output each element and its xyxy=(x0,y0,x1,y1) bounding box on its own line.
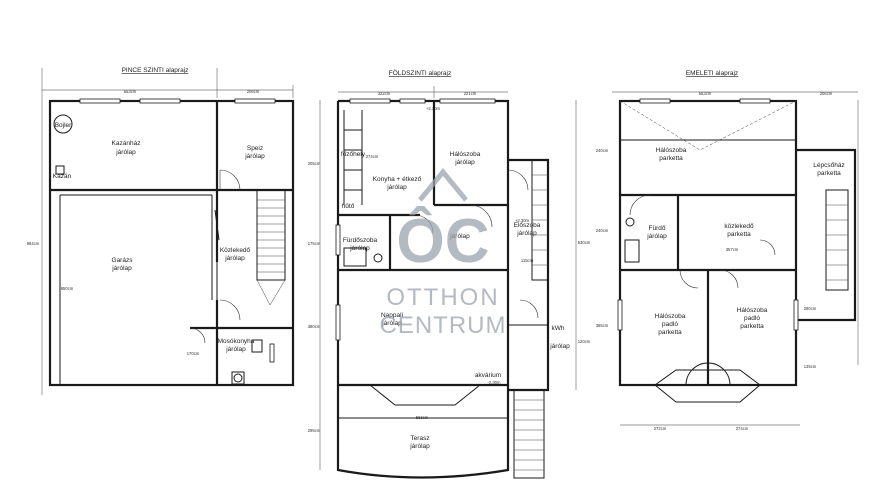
upper-stairhouse-label: Lépcsőház xyxy=(813,162,844,169)
upper-dim-right1: 530cm xyxy=(578,240,591,245)
upper-dim-top-left: 553cm xyxy=(699,91,712,96)
upper-dim-right3: 280cm xyxy=(804,306,817,311)
upper-dim-bottom2: 274cm xyxy=(736,426,749,431)
ground-living-floor: járólap xyxy=(381,320,402,327)
basement-plan: PINCE SZINTI alaprajz 553cm 206cm 984cm … xyxy=(27,67,295,395)
ground-kitchen-floor: járólap xyxy=(386,184,407,191)
upper-dim-left3: 385cm xyxy=(596,323,609,328)
ground-terrace-label: Terasz xyxy=(410,435,429,442)
upper-dim-right4: 135cm xyxy=(804,364,817,369)
ground-fridge-label: hűtő xyxy=(342,203,355,210)
upper-bath-floor: járólap xyxy=(646,233,667,240)
basement-heater-label: Kazán xyxy=(53,173,72,180)
ground-outdoor-floor: járólap xyxy=(549,343,570,350)
watermark: ÔC OTTHON CENTRUM xyxy=(380,168,507,339)
upper-hall-label: közlekedő xyxy=(724,223,754,230)
basement-staircase xyxy=(256,189,286,306)
upper-dim-right2: 120cm xyxy=(578,339,591,344)
basement-garage-label: Garázs xyxy=(112,257,134,264)
ground-entry-floor: járólap xyxy=(516,230,537,237)
watermark-line1: OTTHON xyxy=(386,284,499,311)
basement-dim-top-left: 553cm xyxy=(124,89,137,94)
ground-floor-plan: FÖLDSZINTI alaprajz 322cm 221cm +2.30m 2… xyxy=(308,69,570,479)
ground-living-label: Nappali xyxy=(381,312,403,319)
ground-bathroom-label: Fürdőszoba xyxy=(343,237,378,244)
upper-floor-plan: EMELETI alaprajz 553cm 206cm 240cm 240cm… xyxy=(575,70,859,431)
ground-bathroom-floor: járólap xyxy=(349,245,370,252)
upper-bedroom2-floor: padló xyxy=(662,321,678,328)
upper-bedroom3-floor: padló xyxy=(744,315,760,322)
ground-dim-left4: 295cm xyxy=(308,428,321,433)
watermark-roof-icon xyxy=(418,168,468,202)
basement-laundry-floor: járólap xyxy=(225,346,246,353)
ground-ceiling-3: -2.30m xyxy=(487,380,501,385)
watermark-line2: CENTRUM xyxy=(380,312,507,339)
basement-dim-top-right: 206cm xyxy=(247,89,260,94)
upper-bedroom3-label: Hálószoba xyxy=(737,307,768,314)
upper-dim-left1: 240cm xyxy=(596,148,609,153)
ground-dim-inner: 274cm xyxy=(366,154,379,159)
basement-boiler-room-label: Kazánház xyxy=(112,140,141,147)
ground-bedroom-label: Hálószoba xyxy=(450,151,481,158)
ground-bedroom-floor: járólap xyxy=(454,159,475,166)
ground-dim-stair: 115cm xyxy=(521,258,534,263)
upper-hall-floor: parketta xyxy=(727,231,751,238)
ground-aquarium-label: akvárium xyxy=(475,372,501,379)
basement-boiler-label: Bojler xyxy=(55,122,72,129)
basement-dim-laundry: 170cm xyxy=(187,351,200,356)
ground-outdoor-stairs xyxy=(513,389,545,479)
upper-bedroom3-floor2: parketta xyxy=(740,323,764,330)
ground-hall-floor: járólap xyxy=(449,233,470,240)
basement-garage-floor: járólap xyxy=(111,265,132,272)
upper-dim-top-right: 206cm xyxy=(820,91,833,96)
upper-stairhouse-floor: parketta xyxy=(817,170,841,177)
upper-dim-bottom1: 272cm xyxy=(654,426,667,431)
watermark-logo: ÔC xyxy=(397,207,490,276)
basement-pantry-label: Speiz xyxy=(247,145,263,152)
upper-bedroom1-label: Hálószoba xyxy=(656,147,687,154)
basement-laundry-label: Mosókonyha xyxy=(218,338,255,345)
basement-boiler-room-floor: járólap xyxy=(115,149,136,156)
upper-bay xyxy=(654,369,761,403)
basement-corridor-label: Közlekedő xyxy=(220,247,251,254)
upper-dim-left2: 240cm xyxy=(596,228,609,233)
basement-dim-left: 984cm xyxy=(27,241,40,246)
ground-staircase xyxy=(531,159,549,281)
upper-bath-label: Fürdő xyxy=(649,225,666,232)
upper-staircase xyxy=(825,189,849,291)
basement-pantry-floor: járólap xyxy=(244,153,265,160)
upper-bedroom2-floor2: parketta xyxy=(658,329,682,336)
basement-dim-garage: 650cm xyxy=(61,286,74,291)
basement-title: PINCE SZINTI alaprajz xyxy=(122,67,189,74)
ground-dim-left2: 175cm xyxy=(308,241,321,246)
ground-dim-left3: 380cm xyxy=(308,324,321,329)
ground-dim-top-right: 221cm xyxy=(464,91,477,96)
upper-bedroom1-floor: parketta xyxy=(659,155,683,162)
ground-terrace-floor: járólap xyxy=(409,443,430,450)
ground-entry-label: Előszoba xyxy=(514,222,541,229)
upper-dim-hall: 357cm xyxy=(726,247,739,252)
ground-title: FÖLDSZINTI alaprajz xyxy=(389,69,452,77)
basement-corridor-floor: járólap xyxy=(224,255,245,262)
boiler-symbol xyxy=(53,114,73,134)
ground-meter-label: kWh xyxy=(552,325,565,332)
ground-cooktop-label: főzőhely xyxy=(341,151,366,158)
upper-title: EMELETI alaprajz xyxy=(686,70,738,77)
ground-dim-top-left: 322cm xyxy=(378,91,391,96)
ground-kitchen-label: Konyha + étkező xyxy=(373,176,422,183)
ground-ceiling-2: +2.30m xyxy=(515,218,530,223)
upper-bedroom2-label: Hálószoba xyxy=(655,313,686,320)
ground-dim-left1: 205cm xyxy=(308,161,321,166)
